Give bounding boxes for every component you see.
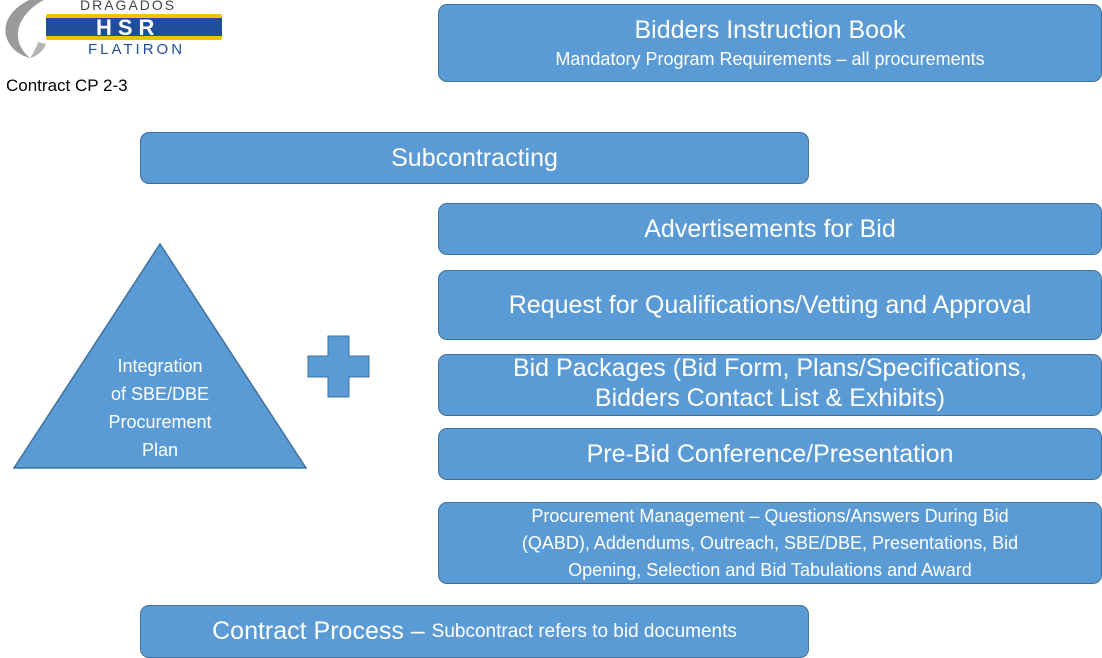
step-bid-packages: Bid Packages (Bid Form, Plans/Specificat… bbox=[438, 354, 1102, 416]
integration-plan-line: Integration bbox=[117, 356, 203, 376]
step-label-line: Procurement Management – Questions/Answe… bbox=[531, 505, 1009, 526]
integration-plan-line: Plan bbox=[141, 440, 179, 460]
logo-bottom-text: FLATIRON bbox=[88, 41, 185, 58]
integration-plan-text: Integration of SBE/DBE Procurement Plan bbox=[80, 352, 240, 464]
instruction-book-box: Bidders Instruction Book Mandatory Progr… bbox=[438, 4, 1102, 82]
company-logo: DRAGADOS HSR FLATIRON bbox=[0, 0, 230, 62]
step-label-line: Bidders Contact List & Exhibits) bbox=[594, 384, 946, 412]
contract-process-detail: Subcontract refers to bid documents bbox=[431, 620, 737, 642]
logo-main-text: HSR bbox=[96, 15, 160, 40]
subcontracting-label: Subcontracting bbox=[391, 143, 558, 172]
instruction-book-title: Bidders Instruction Book bbox=[634, 16, 906, 44]
step-qualifications: Request for Qualifications/Vetting and A… bbox=[438, 270, 1102, 340]
instruction-book-subtitle: Mandatory Program Requirements – all pro… bbox=[555, 49, 985, 69]
logo-swoosh bbox=[5, 0, 44, 58]
integration-plan-line: Procurement bbox=[108, 412, 212, 432]
subcontracting-box: Subcontracting bbox=[140, 132, 809, 184]
contract-process-box: Contract Process – Subcontract refers to… bbox=[140, 605, 809, 658]
logo-top-text: DRAGADOS bbox=[80, 0, 176, 13]
step-label: Advertisements for Bid bbox=[644, 214, 896, 243]
step-label-line: Opening, Selection and Bid Tabulations a… bbox=[568, 559, 972, 580]
contract-process-main: Contract Process – bbox=[212, 617, 432, 645]
plus-icon bbox=[307, 335, 370, 398]
contract-label: Contract CP 2-3 bbox=[6, 76, 128, 95]
step-label: Pre-Bid Conference/Presentation bbox=[586, 439, 954, 468]
step-label-line: Bid Packages (Bid Form, Plans/Specificat… bbox=[512, 354, 1028, 382]
integration-plan-line: of SBE/DBE bbox=[110, 384, 210, 404]
integration-plan-triangle bbox=[12, 242, 308, 469]
step-label: Request for Qualifications/Vetting and A… bbox=[508, 290, 1032, 319]
step-label-line: (QABD), Addendums, Outreach, SBE/DBE, Pr… bbox=[521, 532, 1019, 553]
step-pre-bid-conference: Pre-Bid Conference/Presentation bbox=[438, 428, 1102, 480]
step-procurement-management: Procurement Management – Questions/Answe… bbox=[438, 502, 1102, 584]
step-advertisements: Advertisements for Bid bbox=[438, 203, 1102, 255]
